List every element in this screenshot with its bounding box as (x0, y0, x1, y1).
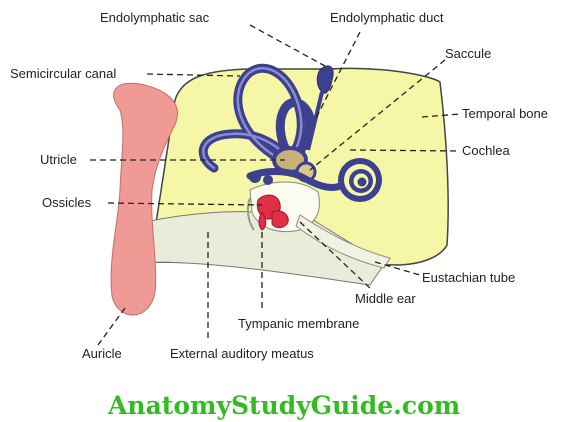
leader-temporal-bone (421, 113, 461, 118)
label-ossicles: Ossicles (42, 195, 92, 210)
label-middle-ear: Middle ear (355, 291, 416, 306)
cochlea (338, 158, 382, 202)
leader-eustachian-tube (374, 261, 421, 276)
leader-semicircular-canal (146, 73, 241, 77)
label-eustachian-tube: Eustachian tube (422, 270, 515, 285)
leader-middle-ear (299, 221, 373, 291)
label-external-auditory-meatus: External auditory meatus (170, 346, 314, 361)
label-auricle: Auricle (82, 346, 122, 361)
label-saccule: Saccule (445, 46, 491, 61)
label-endolymphatic-duct: Endolymphatic duct (330, 10, 444, 25)
label-endolymphatic-sac: Endolymphatic sac (100, 10, 210, 25)
tympanic-membrane (246, 197, 255, 231)
label-utricle: Utricle (40, 152, 77, 167)
endolymphatic-duct (306, 91, 324, 151)
leader-saccule (309, 59, 446, 171)
label-cochlea: Cochlea (462, 143, 510, 158)
auricle (110, 82, 178, 316)
eustachian-tube (295, 214, 391, 269)
labyrinth-bulb-2 (263, 175, 273, 185)
endolymphatic-sac (316, 65, 334, 94)
leader-auricle (97, 307, 126, 346)
leader-endolymphatic-sac (249, 24, 326, 67)
label-temporal-bone: Temporal bone (462, 106, 548, 121)
leader-lines (90, 24, 461, 346)
leader-cochlea (349, 149, 461, 152)
label-tympanic-membrane: Tympanic membrane (238, 316, 359, 331)
ossicles (256, 194, 289, 231)
leader-ossicles (107, 202, 263, 206)
labyrinth-connection (246, 168, 344, 192)
label-semicircular-canal: Semicircular canal (10, 66, 116, 81)
labyrinth-bulb-1 (249, 171, 261, 183)
semicircular-canals-highlight (202, 67, 303, 170)
watermark: AnatomyStudyGuide.com (107, 391, 460, 420)
leader-endolymphatic-duct (314, 31, 361, 121)
